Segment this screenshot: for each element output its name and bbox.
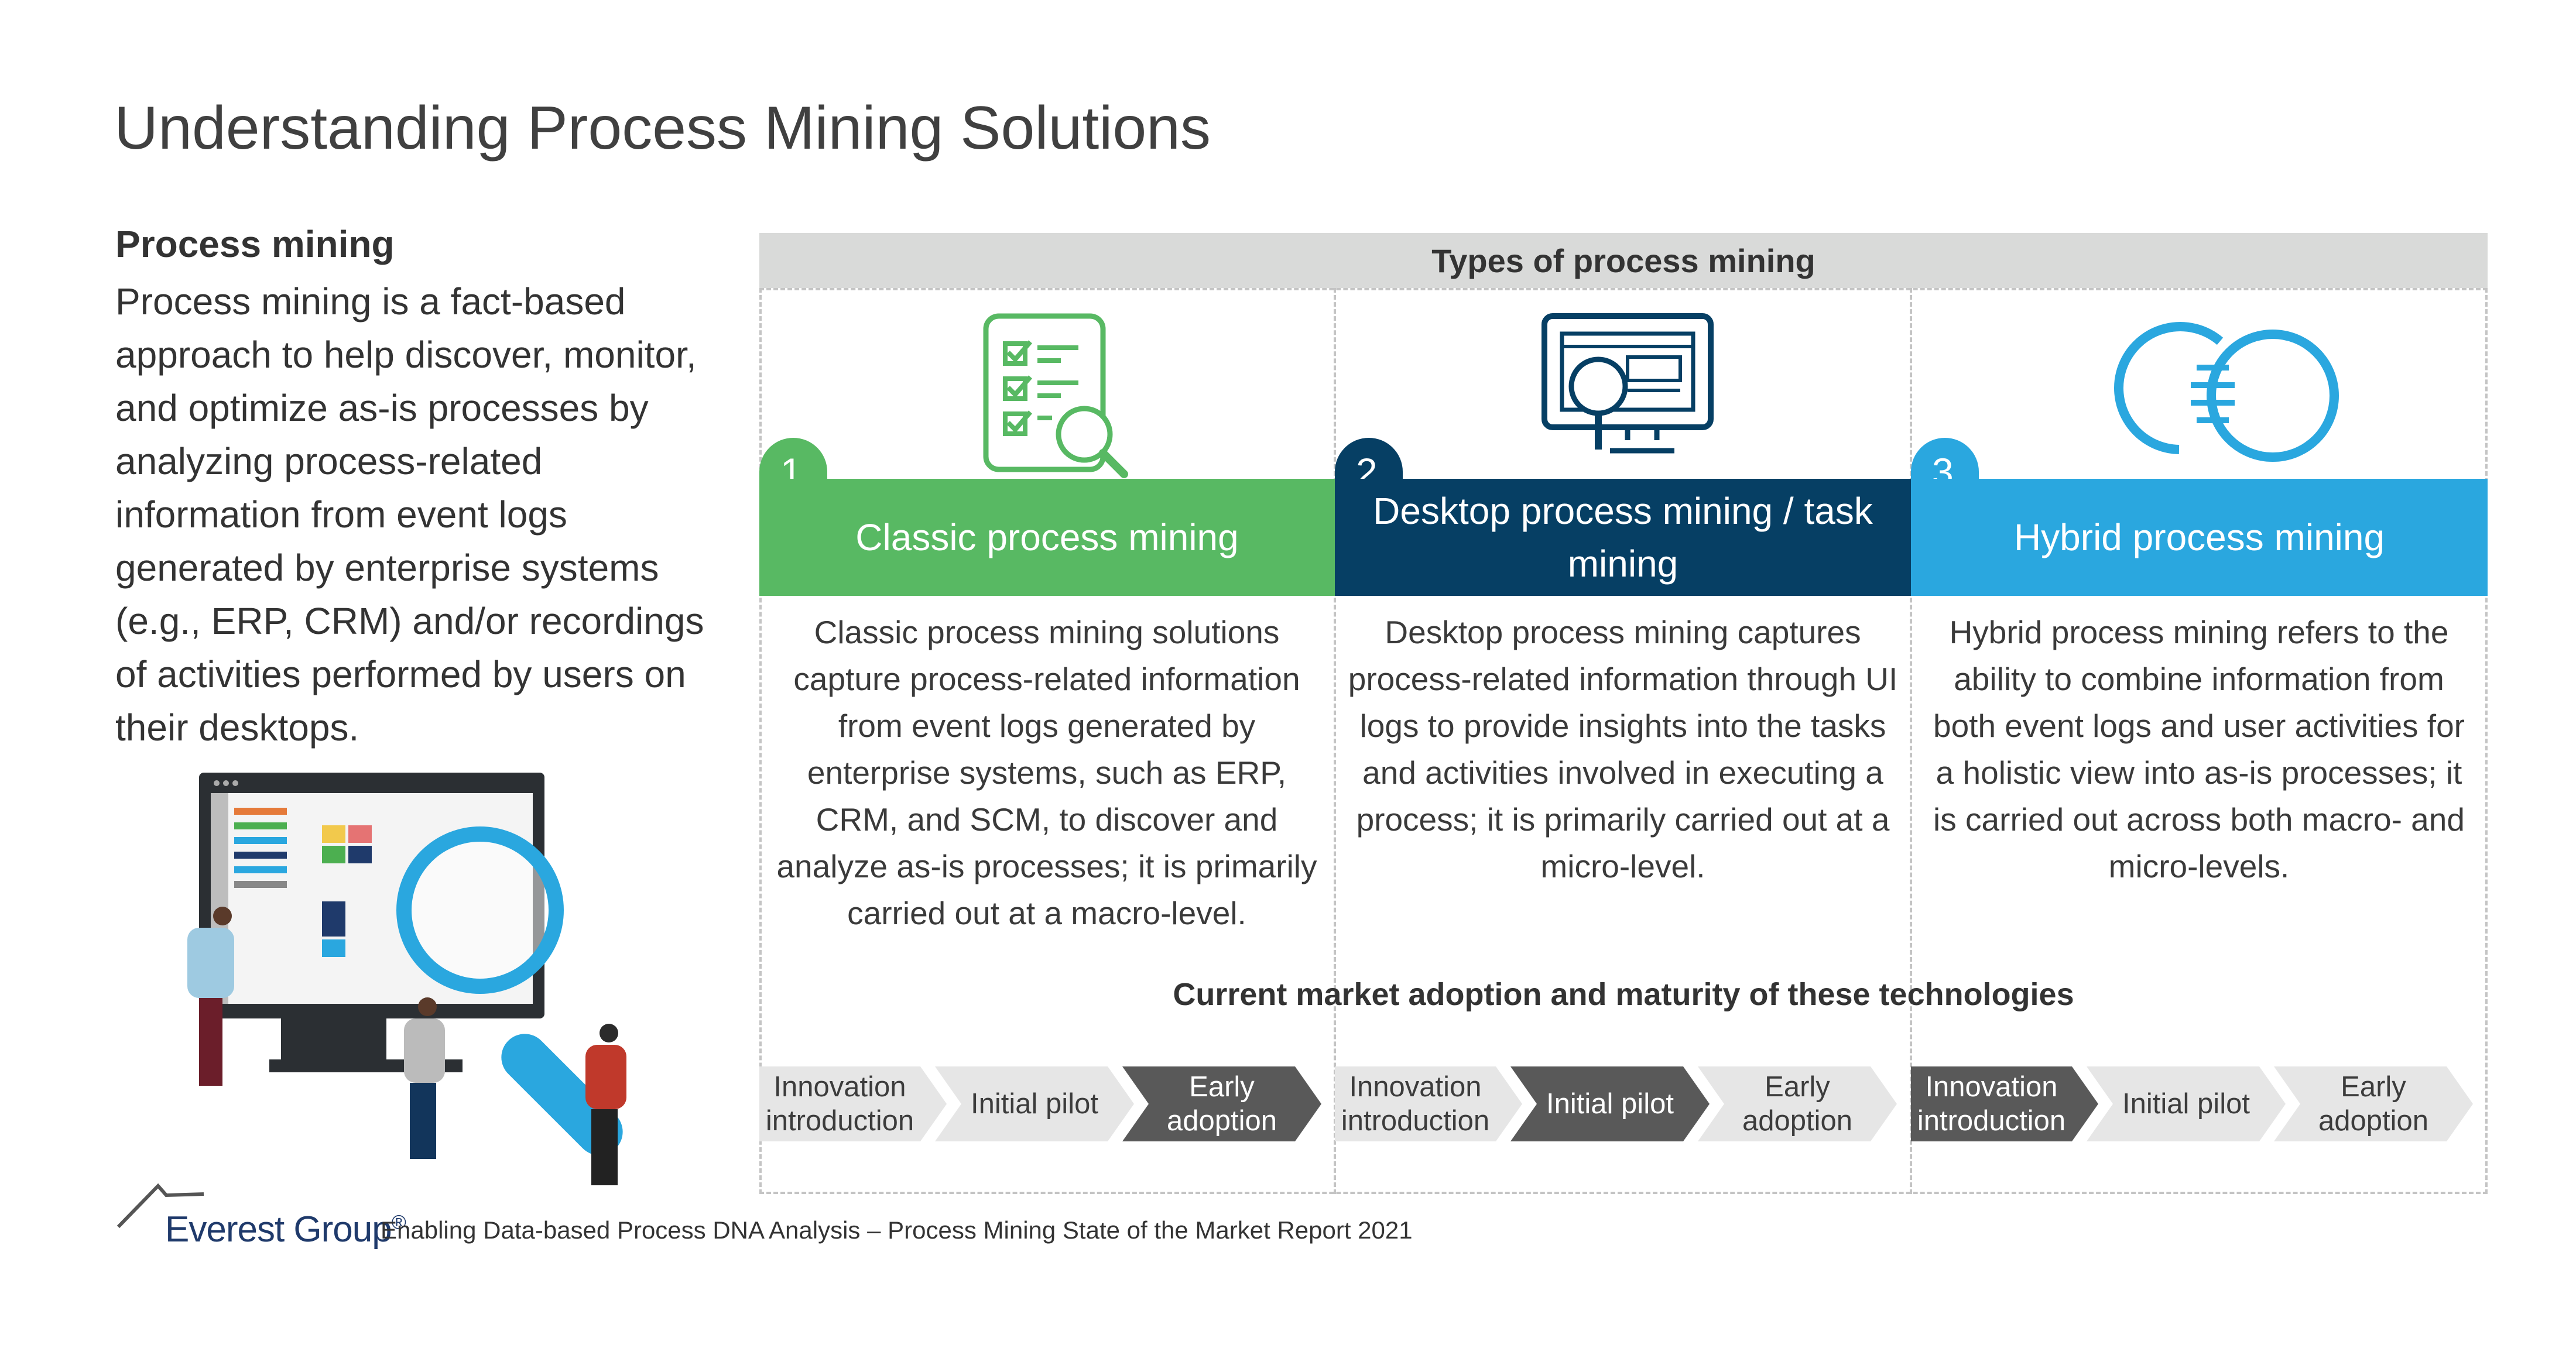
adoption-stage-label: Initial pilot (1546, 1088, 1674, 1120)
type-header-hybrid: Hybrid process mining (1911, 479, 2488, 596)
footer-text: Enabling Data-based Process DNA Analysis… (381, 1216, 1413, 1244)
adoption-stage-label: Innovation introduction (1917, 1071, 2066, 1137)
adoption-stage: Innovation introduction (759, 1066, 947, 1141)
type-description-hybrid: Hybrid process mining refers to the abil… (1933, 614, 2465, 884)
column-separator (1334, 288, 1336, 1194)
adoption-stage: Initial pilot (935, 1066, 1134, 1141)
type-header-classic: Classic process mining (759, 479, 1335, 596)
intro-heading: Process mining (115, 223, 395, 265)
adoption-stage-label: Innovation introduction (1341, 1071, 1490, 1137)
adoption-stage-label: Innovation introduction (765, 1071, 914, 1137)
analytics-illustration (187, 773, 626, 1185)
adoption-stage: Early adoption (1698, 1066, 1897, 1141)
type-header-desktop: Desktop process mining / task mining (1335, 479, 1911, 596)
types-header: Types of process mining (759, 233, 2488, 288)
page-title: Understanding Process Mining Solutions (114, 94, 1211, 162)
adoption-stage: Early adoption (2274, 1066, 2473, 1141)
footer-logo-text: Everest Group (165, 1209, 392, 1250)
adoption-stage-label: Early adoption (2318, 1071, 2428, 1137)
adoption-stage-label: Initial pilot (971, 1088, 1098, 1120)
adoption-stage: Initial pilot (1510, 1066, 1710, 1141)
adoption-stage-label: Early adoption (1166, 1071, 1277, 1137)
adoption-header: Current market adoption and maturity of … (1173, 977, 2074, 1012)
type-description-desktop: Desktop process mining captures process-… (1348, 614, 1898, 884)
checklist-magnifier-icon (983, 313, 1128, 478)
intro-body: Process mining is a fact-based approach … (115, 280, 704, 749)
footer-logo: Everest Group® (165, 1209, 406, 1250)
everest-mountain-logo-icon (117, 1183, 204, 1229)
adoption-stage-label: Initial pilot (2122, 1088, 2250, 1120)
monitor-magnifier-icon (1542, 313, 1714, 454)
registered-mark: ® (391, 1211, 406, 1234)
types-panel (759, 288, 2488, 1194)
adoption-stage: Early adoption (1122, 1066, 1321, 1141)
adoption-stage-label: Early adoption (1742, 1071, 1852, 1137)
adoption-stage: Innovation introduction (1335, 1066, 1522, 1141)
overlapping-circles-icon (2114, 322, 2339, 462)
type-description-classic: Classic process mining solutions capture… (776, 614, 1317, 931)
column-separator (1910, 288, 1912, 1194)
adoption-stage: Innovation introduction (1911, 1066, 2098, 1141)
adoption-stage: Initial pilot (2087, 1066, 2286, 1141)
